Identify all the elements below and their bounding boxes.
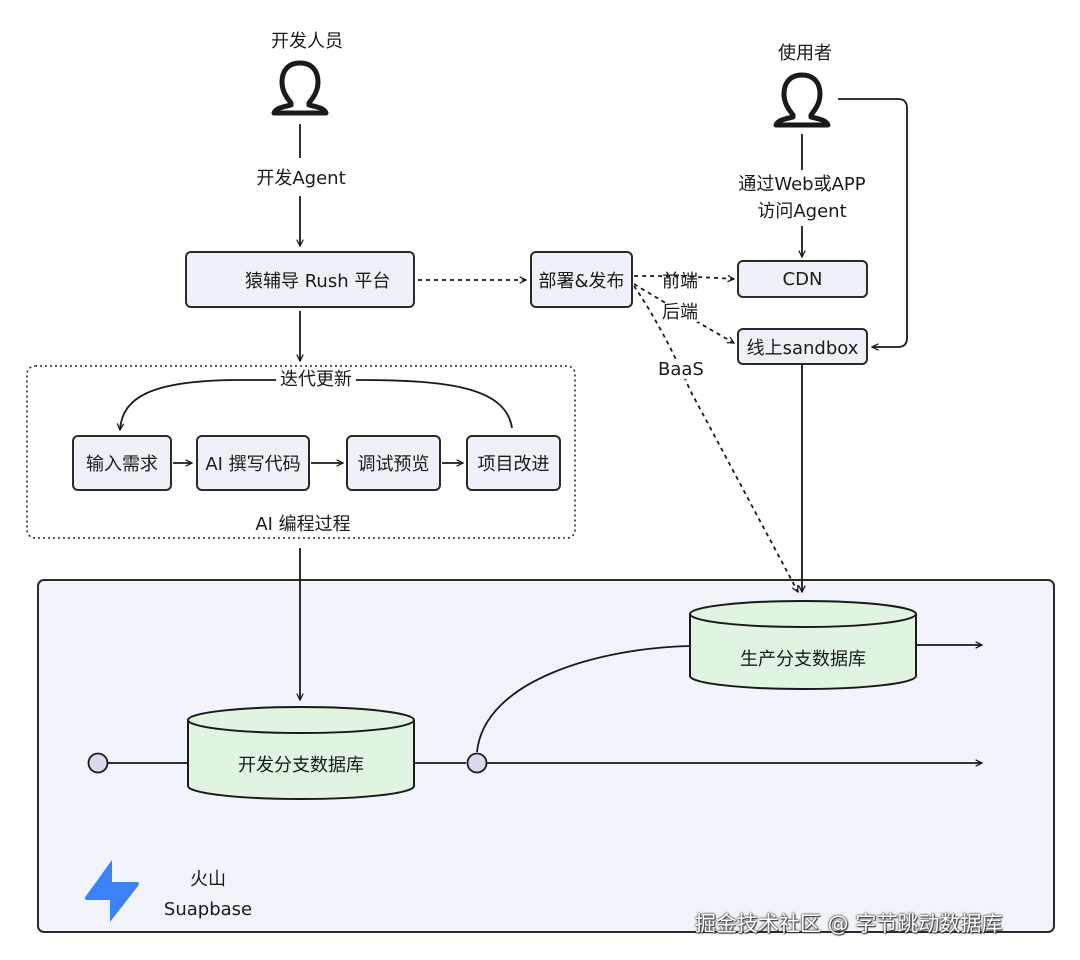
rush-platform-label: 猿辅导 Rush 平台 <box>245 270 391 292</box>
user-person-icon <box>773 72 831 128</box>
platform-name-line2: Suapbase <box>163 899 253 920</box>
platform-name-line1: 火山 <box>190 869 226 890</box>
user-access-label-line2: 访问Agent <box>757 201 847 222</box>
step-debug-preview: 调试预览 <box>346 435 441 491</box>
developer-person-icon <box>271 60 329 116</box>
branch-point-dot <box>466 752 488 774</box>
step-project-improve-label: 项目改进 <box>477 454 550 475</box>
deploy-node: 部署&发布 <box>530 251 633 308</box>
iteration-loop-arrow <box>120 379 513 430</box>
user-to-sandbox-arrow <box>838 98 908 347</box>
prod-db-label: 生产分支数据库 <box>740 649 866 670</box>
step-input-requirements: 输入需求 <box>72 435 172 491</box>
step-ai-write-code: AI 撰写代码 <box>196 435 310 491</box>
user-access-label-line1: 通过Web或APP <box>738 174 866 195</box>
cdn-node: CDN <box>737 260 868 298</box>
step-ai-write-code-label: AI 撰写代码 <box>205 454 301 475</box>
backend-label: 后端 <box>662 302 698 323</box>
watermark: 掘金技术社区 @ 字节跳动数据库 <box>695 912 1003 936</box>
supabase-logo-icon <box>84 860 140 922</box>
branch-start-dot <box>87 752 109 774</box>
dev-db-cylinder <box>187 706 415 800</box>
branch-to-prod-curve <box>476 645 691 753</box>
sandbox-node: 线上sandbox <box>737 328 868 365</box>
deploy-to-prod-db-arrow <box>633 285 799 592</box>
frontend-label: 前端 <box>662 271 698 292</box>
ai-process-group-label: AI 编程过程 <box>251 516 355 534</box>
step-debug-preview-label: 调试预览 <box>357 454 430 475</box>
user-label: 使用者 <box>778 43 832 64</box>
rush-platform-node: 猿辅导 Rush 平台 <box>185 251 415 308</box>
dev-db-label: 开发分支数据库 <box>238 755 364 776</box>
iteration-loop-label: 迭代更新 <box>276 371 356 389</box>
baas-label: BaaS <box>658 359 704 380</box>
deploy-to-cdn-arrow <box>633 276 734 279</box>
developer-label: 开发人员 <box>271 31 343 52</box>
ai-process-group <box>26 365 576 539</box>
step-project-improve: 项目改进 <box>466 435 561 491</box>
cdn-label: CDN <box>782 268 823 290</box>
prod-db-cylinder <box>689 600 917 690</box>
sandbox-label: 线上sandbox <box>746 337 859 359</box>
step-input-requirements-label: 输入需求 <box>86 454 158 475</box>
dev-agent-label: 开发Agent <box>254 168 348 189</box>
deploy-label: 部署&发布 <box>538 270 625 292</box>
deploy-to-sandbox-arrow <box>633 283 734 344</box>
